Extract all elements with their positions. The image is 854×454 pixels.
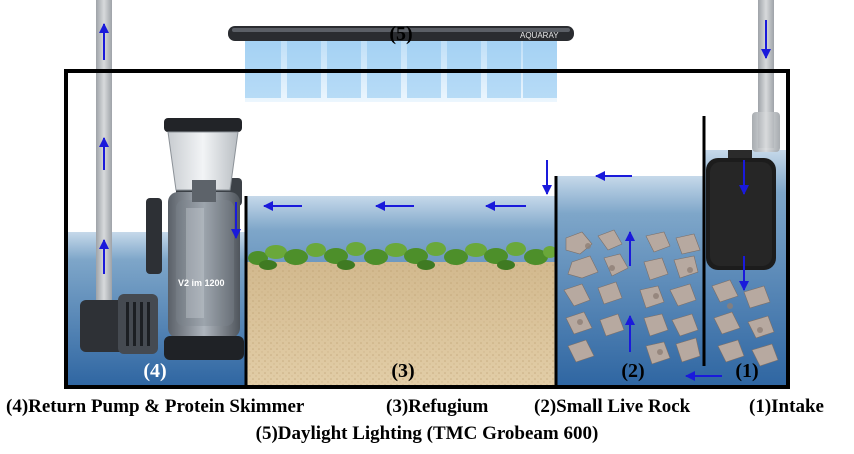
- light-fixture: AQUARAY (5): [228, 23, 574, 102]
- intake-pipe: [758, 0, 774, 148]
- refugium-substrate: [247, 242, 557, 386]
- zone-label-5: (5): [389, 23, 412, 45]
- pump-body: [80, 300, 126, 352]
- zone-label-3: (3): [391, 360, 414, 382]
- macroalgae: [248, 242, 557, 270]
- live-rock: [563, 229, 779, 367]
- zone-label-1: (1): [735, 360, 758, 382]
- caption-refugium: (3)Refugium: [386, 396, 489, 417]
- zone-label-2: (2): [621, 360, 644, 382]
- skimmer-brand: V2 im 1200: [178, 278, 225, 288]
- collection-cup: [167, 131, 239, 191]
- skimmer-injector: [146, 198, 162, 274]
- skimmer-body: [168, 192, 240, 338]
- caption-return-pump-skimmer: (4)Return Pump & Protein Skimmer: [6, 396, 305, 417]
- return-pump: [80, 294, 158, 354]
- zone-label-4: (4): [143, 360, 166, 382]
- protein-skimmer: V2 im 1200: [146, 118, 244, 360]
- caption-intake: (1)Intake: [749, 396, 824, 417]
- sump-outline: [64, 69, 790, 389]
- sump-frame: [64, 69, 790, 389]
- flow-arrows: [99, 20, 771, 381]
- light-brand: AQUARAY: [520, 31, 559, 40]
- caption-live-rock: (2)Small Live Rock: [534, 396, 691, 417]
- intake-sponge: [706, 150, 776, 270]
- caption-line-2: (5)Daylight Lighting (TMC Grobeam 600): [0, 423, 854, 445]
- caption-lighting: (5)Daylight Lighting (TMC Grobeam 600): [255, 423, 599, 444]
